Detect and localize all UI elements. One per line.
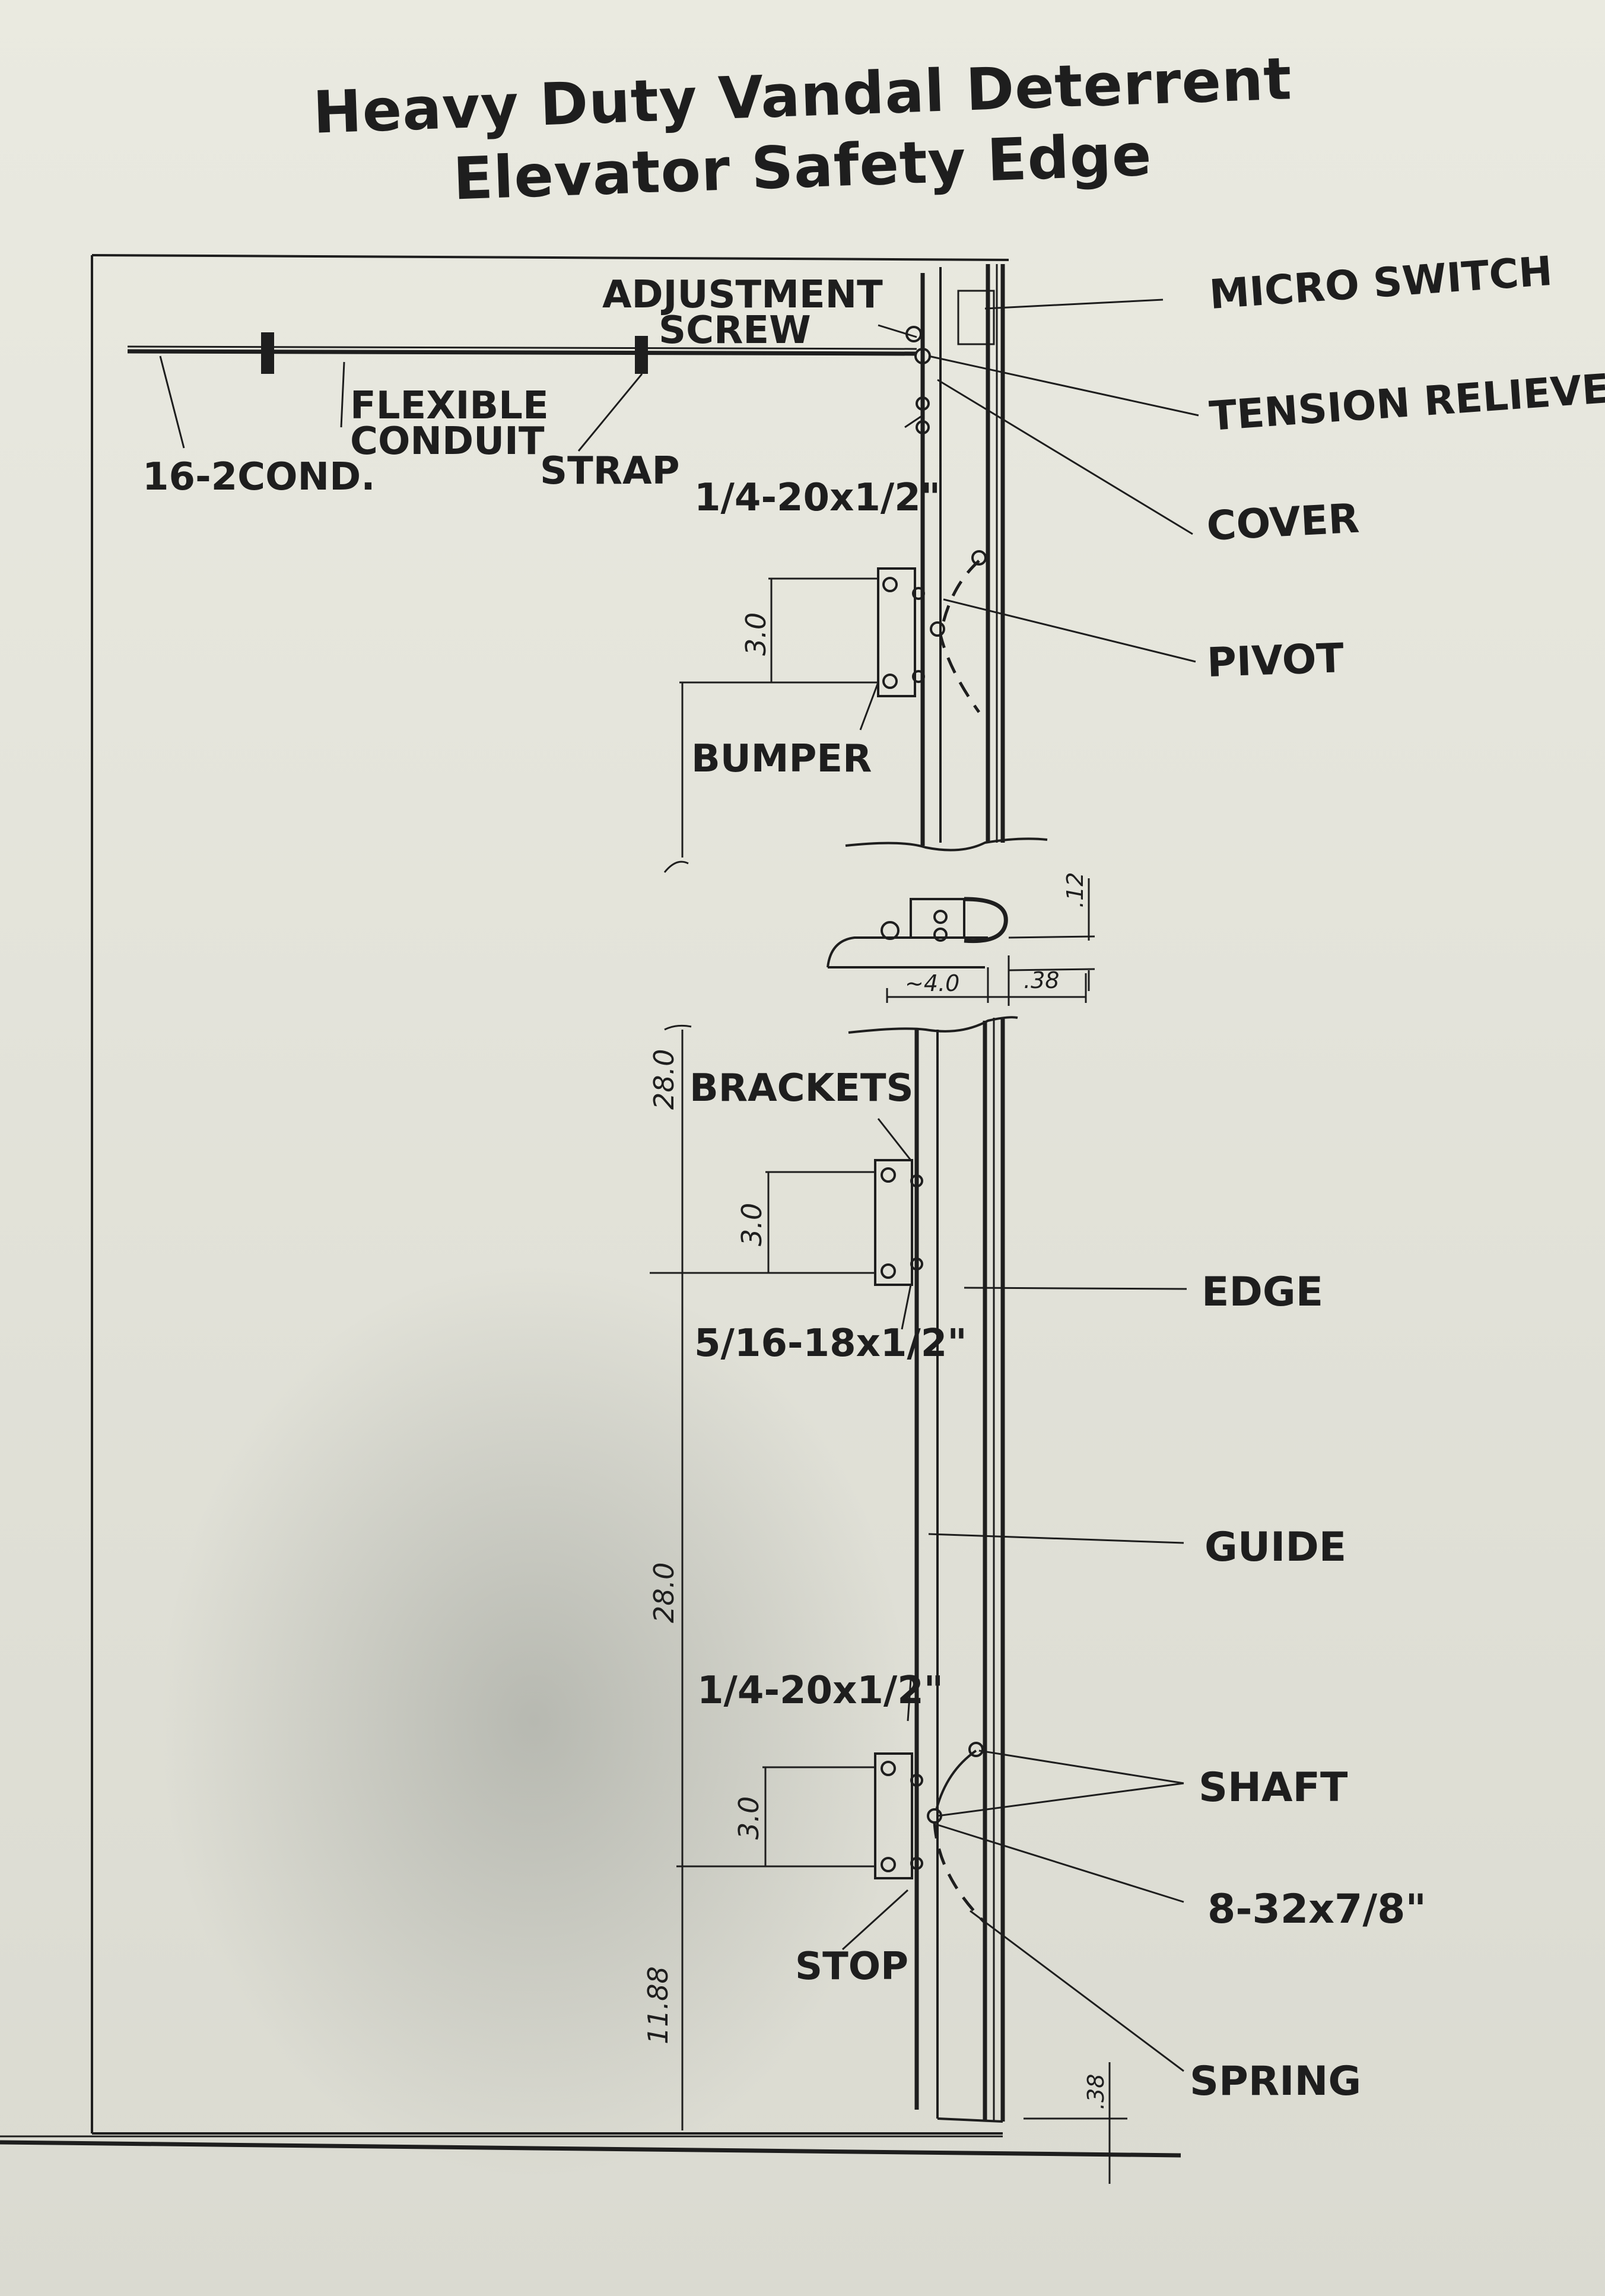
edge-cross-section: [827, 878, 1095, 1006]
strap-icon: [635, 336, 648, 374]
stop-bracket: [874, 1752, 913, 1879]
section-gap-dim: .38: [1024, 967, 1059, 993]
pivot-icon: [930, 621, 945, 637]
guide-label: GUIDE: [1204, 1524, 1346, 1571]
tension-relieve-label: TENSION RELIEVE: [1208, 366, 1605, 440]
screw-shaft-label: 8-32x7/8": [1207, 1886, 1426, 1933]
spring-label: SPRING: [1190, 2058, 1361, 2105]
adjustment-screw-label-2: SCREW: [659, 309, 811, 353]
screw-top-label: 1/4-20x1/2": [694, 476, 940, 520]
leaders-right: [841, 298, 1199, 2072]
bracket-spacing-dim: 3.0: [736, 1203, 768, 1246]
adjustment-screw-icon: [905, 326, 922, 342]
adjustment-screw-label-1: ADJUSTMENT: [602, 273, 883, 317]
upper-edge-assembly: [845, 264, 1048, 852]
section-width-dim: ~4.0: [905, 970, 959, 996]
cover-label: COVER: [1206, 496, 1361, 550]
stop-spacing-dim: 3.0: [733, 1796, 765, 1840]
flexible-conduit: [127, 332, 917, 374]
lower-run-dim: 28.0: [648, 1563, 680, 1623]
cond-label: 16-2COND.: [142, 455, 376, 499]
shaft-label: SHAFT: [1199, 1764, 1348, 1811]
bottom-run-dim: 11.88: [642, 1966, 674, 2044]
bumper-bracket: [877, 567, 916, 697]
micro-switch-icon: [957, 290, 995, 345]
screw-low-label: 1/4-20x1/2": [697, 1669, 943, 1713]
flexible-conduit-label-1: FLEXIBLE: [350, 384, 549, 428]
floor-line: [0, 2135, 1181, 2158]
brackets-label: BRACKETS: [689, 1066, 914, 1110]
section-depth-dim: .12: [1062, 872, 1088, 908]
floor-gap-dim: .38: [1083, 2074, 1109, 2110]
dimension-lines: [650, 577, 1127, 2184]
lower-edge-assembly: [848, 1016, 1018, 2123]
shaft-icon: [968, 1742, 984, 1757]
door-panel: [91, 254, 1009, 2135]
leaders-top-left: [159, 324, 923, 452]
bracket: [874, 1159, 913, 1286]
strap-label: STRAP: [540, 449, 679, 493]
screw-mid-label: 5/16-18x1/2": [694, 1322, 967, 1365]
flexible-conduit-label-2: CONDUIT: [350, 420, 545, 463]
bumper-spacing-dim: 3.0: [740, 612, 772, 656]
stop-label: STOP: [795, 1945, 908, 1989]
bumper-label: BUMPER: [691, 737, 872, 781]
conduit-clip-icon: [261, 332, 274, 374]
edge-label: EDGE: [1202, 1269, 1323, 1316]
upper-run-dim: 28.0: [648, 1049, 680, 1110]
micro-switch-label: MICRO SWITCH: [1208, 248, 1554, 319]
pivot-label: PIVOT: [1206, 635, 1345, 687]
